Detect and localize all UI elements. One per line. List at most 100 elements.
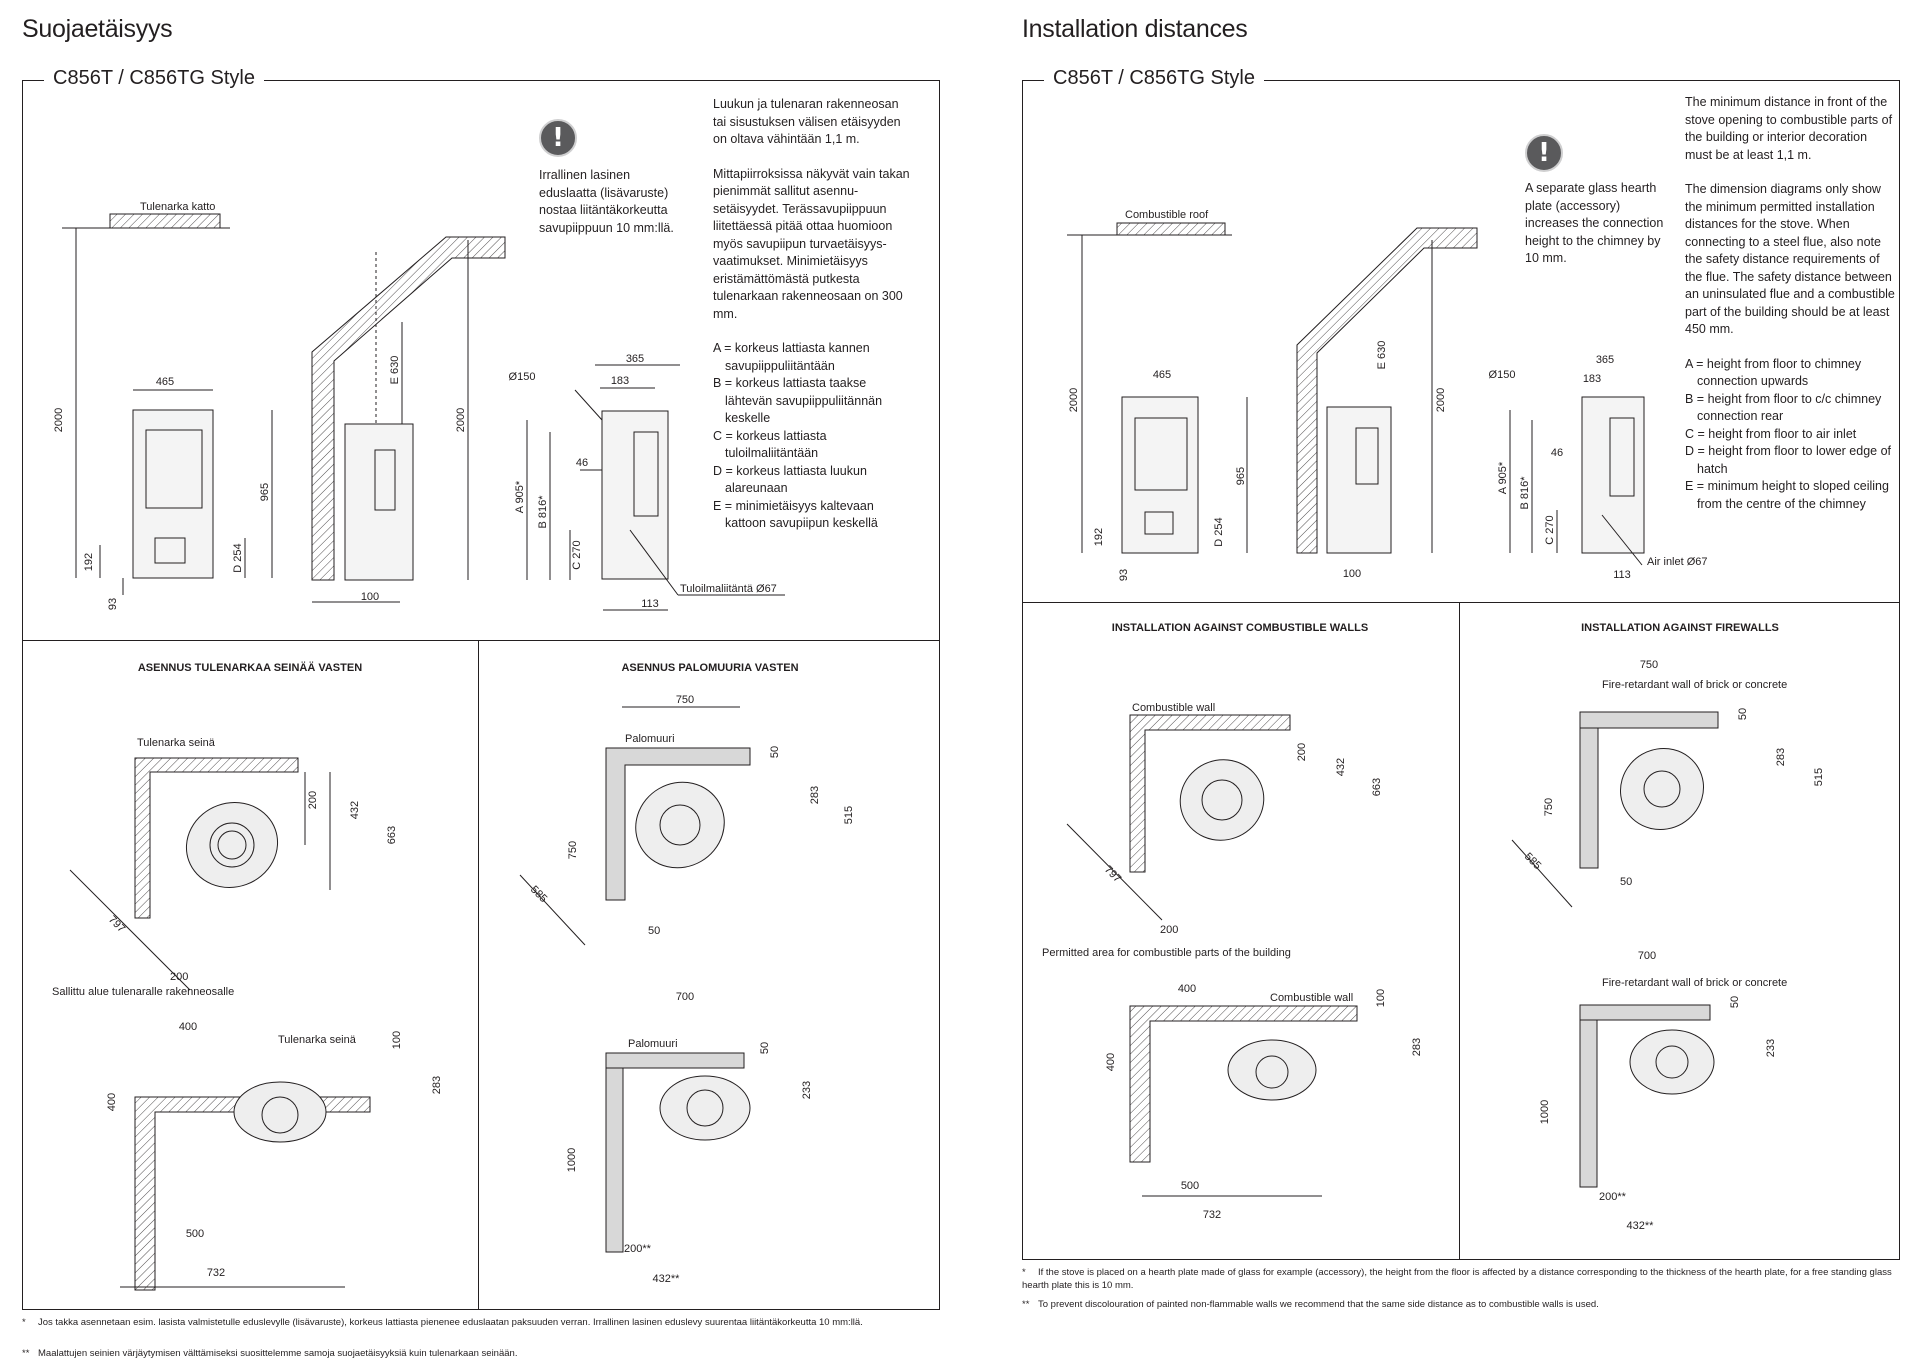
footnote-mark: **: [22, 1348, 30, 1359]
dim-750v: 750: [1543, 798, 1555, 816]
dim-e630: E 630: [389, 356, 401, 385]
left-divider-h: [22, 640, 940, 641]
wall-label: Combustible wall: [1132, 702, 1215, 714]
footnote-fi-1: * Jos takka asennetaan esim. lasista valm…: [22, 1316, 922, 1329]
stove-plan-firewall: [635, 781, 725, 869]
dim-283-p: 283: [1411, 1038, 1423, 1056]
dim-797: 797: [106, 914, 127, 935]
dim-432s: 432**: [1627, 1220, 1655, 1232]
page-title-en: Installation distances: [1022, 15, 1248, 43]
section-title-firewall-en: INSTALLATION AGAINST FIREWALLS: [1581, 622, 1779, 634]
footnote-mark: *: [22, 1317, 26, 1328]
dim-432: 432: [1335, 758, 1347, 776]
firewall-label-parallel: Fire-retardant wall of brick or concrete: [1602, 977, 1787, 989]
dim-93: 93: [1118, 569, 1130, 581]
roof-label: Tulenarka katto: [140, 201, 215, 213]
dim-width: 465: [1153, 369, 1171, 381]
firewall-label: Fire-retardant wall of brick or concrete: [1602, 679, 1787, 691]
footnote-text: If the stove is placed on a hearth plate…: [1022, 1267, 1892, 1291]
stove-plan: [185, 802, 279, 888]
wall-label: Tulenarka seinä: [137, 737, 216, 749]
dim-d254: D 254: [232, 543, 244, 572]
dim-200b: 200: [170, 971, 188, 983]
dim-283: 283: [1775, 748, 1787, 766]
dim-200b: 200: [1160, 924, 1178, 936]
dim-663: 663: [1371, 778, 1383, 796]
dim-100: 100: [1375, 989, 1387, 1007]
legend-item: D = height from floor to lower edge of h…: [1685, 444, 1892, 476]
legend-item: E = minimum height to sloped ceiling fro…: [1685, 479, 1889, 511]
dim-400v: 400: [1105, 1053, 1117, 1071]
dim-732: 732: [1203, 1209, 1221, 1221]
dim-a905: A 905*: [514, 480, 526, 513]
legend-item: A = height from floor to chimney connect…: [1685, 356, 1862, 389]
info-paragraph: The dimension diagrams only show the min…: [1685, 182, 1895, 336]
dim-750: 750: [676, 694, 694, 706]
dim-365: 365: [626, 353, 644, 365]
dim-46: 46: [576, 457, 588, 469]
info-paragraph: Mittapiirroksissa näkyvät vain takan pie…: [713, 166, 910, 321]
dim-50: 50: [769, 746, 781, 758]
dim-283: 283: [809, 786, 821, 804]
info-text-fi: Luukun ja tulenaran rakenneosan tai sisu…: [713, 96, 913, 533]
dim-400: 400: [179, 1021, 197, 1033]
stove-front-glass: [145, 429, 203, 509]
dim-c270: C 270: [571, 540, 583, 569]
page-title-fi: Suojaetäisyys: [22, 15, 173, 43]
plan-drawings-en: Combustible wall 200 432 663 797 200 Per…: [1042, 659, 1825, 1232]
combustible-wall-parallel: [134, 1096, 371, 1291]
dim-750: 750: [1640, 659, 1658, 671]
dim-flue-diameter: Ø150: [1489, 369, 1516, 381]
footnote-text: Jos takka asennetaan esim. lasista valmi…: [38, 1317, 863, 1328]
dim-750v: 750: [567, 841, 579, 859]
warning-text-fi: Irrallinen lasinen eduslaatta (lisävarus…: [539, 168, 674, 235]
footnote-fi-2: ** Maalattujen seinien värjäytymisen vält…: [22, 1347, 922, 1360]
section-title-firewall-fi: ASENNUS PALOMUURIA VASTEN: [621, 662, 799, 674]
info-paragraph: Luukun ja tulenaran rakenneosan tai sisu…: [713, 97, 901, 146]
dim-b816: B 816*: [1519, 476, 1531, 510]
dim-50b: 50: [648, 925, 660, 937]
legend-item: A = korkeus lattiasta kannen savupiippul…: [713, 341, 870, 373]
dim-50: 50: [1737, 708, 1749, 720]
left-divider-v: [478, 640, 479, 1310]
dim-200: 200: [1296, 743, 1308, 761]
legend-list-en: A = height from floor to chimney connect…: [1685, 356, 1895, 514]
firewall-corner: [605, 747, 751, 901]
info-paragraph: The minimum distance in front of the sto…: [1685, 95, 1893, 162]
stove-plan-parallel: [233, 1081, 327, 1143]
stove-front: [132, 409, 214, 579]
dim-200: 200: [307, 791, 319, 809]
dim-432: 432: [349, 801, 361, 819]
dim-e630: E 630: [1376, 341, 1388, 370]
right-divider-h: [1022, 602, 1900, 603]
dim-965: 965: [1235, 467, 1247, 485]
dim-200s: 200**: [624, 1243, 652, 1255]
wall-label-parallel: Combustible wall: [1270, 992, 1353, 1004]
dim-100: 100: [391, 1031, 403, 1049]
dim-93: 93: [107, 598, 119, 610]
dim-width: 465: [156, 376, 174, 388]
sloped-roof-hatch: [311, 236, 506, 581]
stove-plan-firewall-parallel: [659, 1075, 751, 1141]
dim-663: 663: [386, 826, 398, 844]
footnote-mark: *: [1022, 1267, 1026, 1278]
dim-50-p: 50: [1729, 996, 1741, 1008]
wall-label-parallel: Tulenarka seinä: [278, 1034, 357, 1046]
model-label-en: C856T / C856TG Style: [1044, 67, 1264, 90]
warning-icon: !: [1525, 134, 1563, 172]
air-inlet-label: Tuloilmaliitäntä Ø67: [680, 583, 777, 595]
elevation-drawings-fi: Tulenarka katto 465 2000 965 D 254 192 9…: [53, 201, 785, 611]
air-inlet-label: Air inlet Ø67: [1647, 556, 1708, 568]
legend-item: C = korkeus lattiasta tuloilmaliitäntään: [713, 428, 827, 461]
left-frame: [22, 80, 940, 1310]
legend-item: E = minimietäisyys kaltevaan kattoon sav…: [713, 498, 878, 531]
dim-d254: D 254: [1213, 517, 1225, 546]
dim-233: 233: [801, 1081, 813, 1099]
warning-text-en: A separate glass hearth plate (accessory…: [1525, 181, 1664, 265]
dim-c270: C 270: [1544, 515, 1556, 544]
dim-432s: 432**: [653, 1273, 681, 1285]
dim-50b: 50: [1620, 876, 1632, 888]
footnote-text: Maalattujen seinien värjäytymisen välttä…: [38, 1348, 518, 1359]
dim-100-side: 100: [361, 591, 379, 603]
plan-drawings-fi: Tulenarka seinä 200 432 663 797 200 Sall…: [52, 694, 855, 1291]
